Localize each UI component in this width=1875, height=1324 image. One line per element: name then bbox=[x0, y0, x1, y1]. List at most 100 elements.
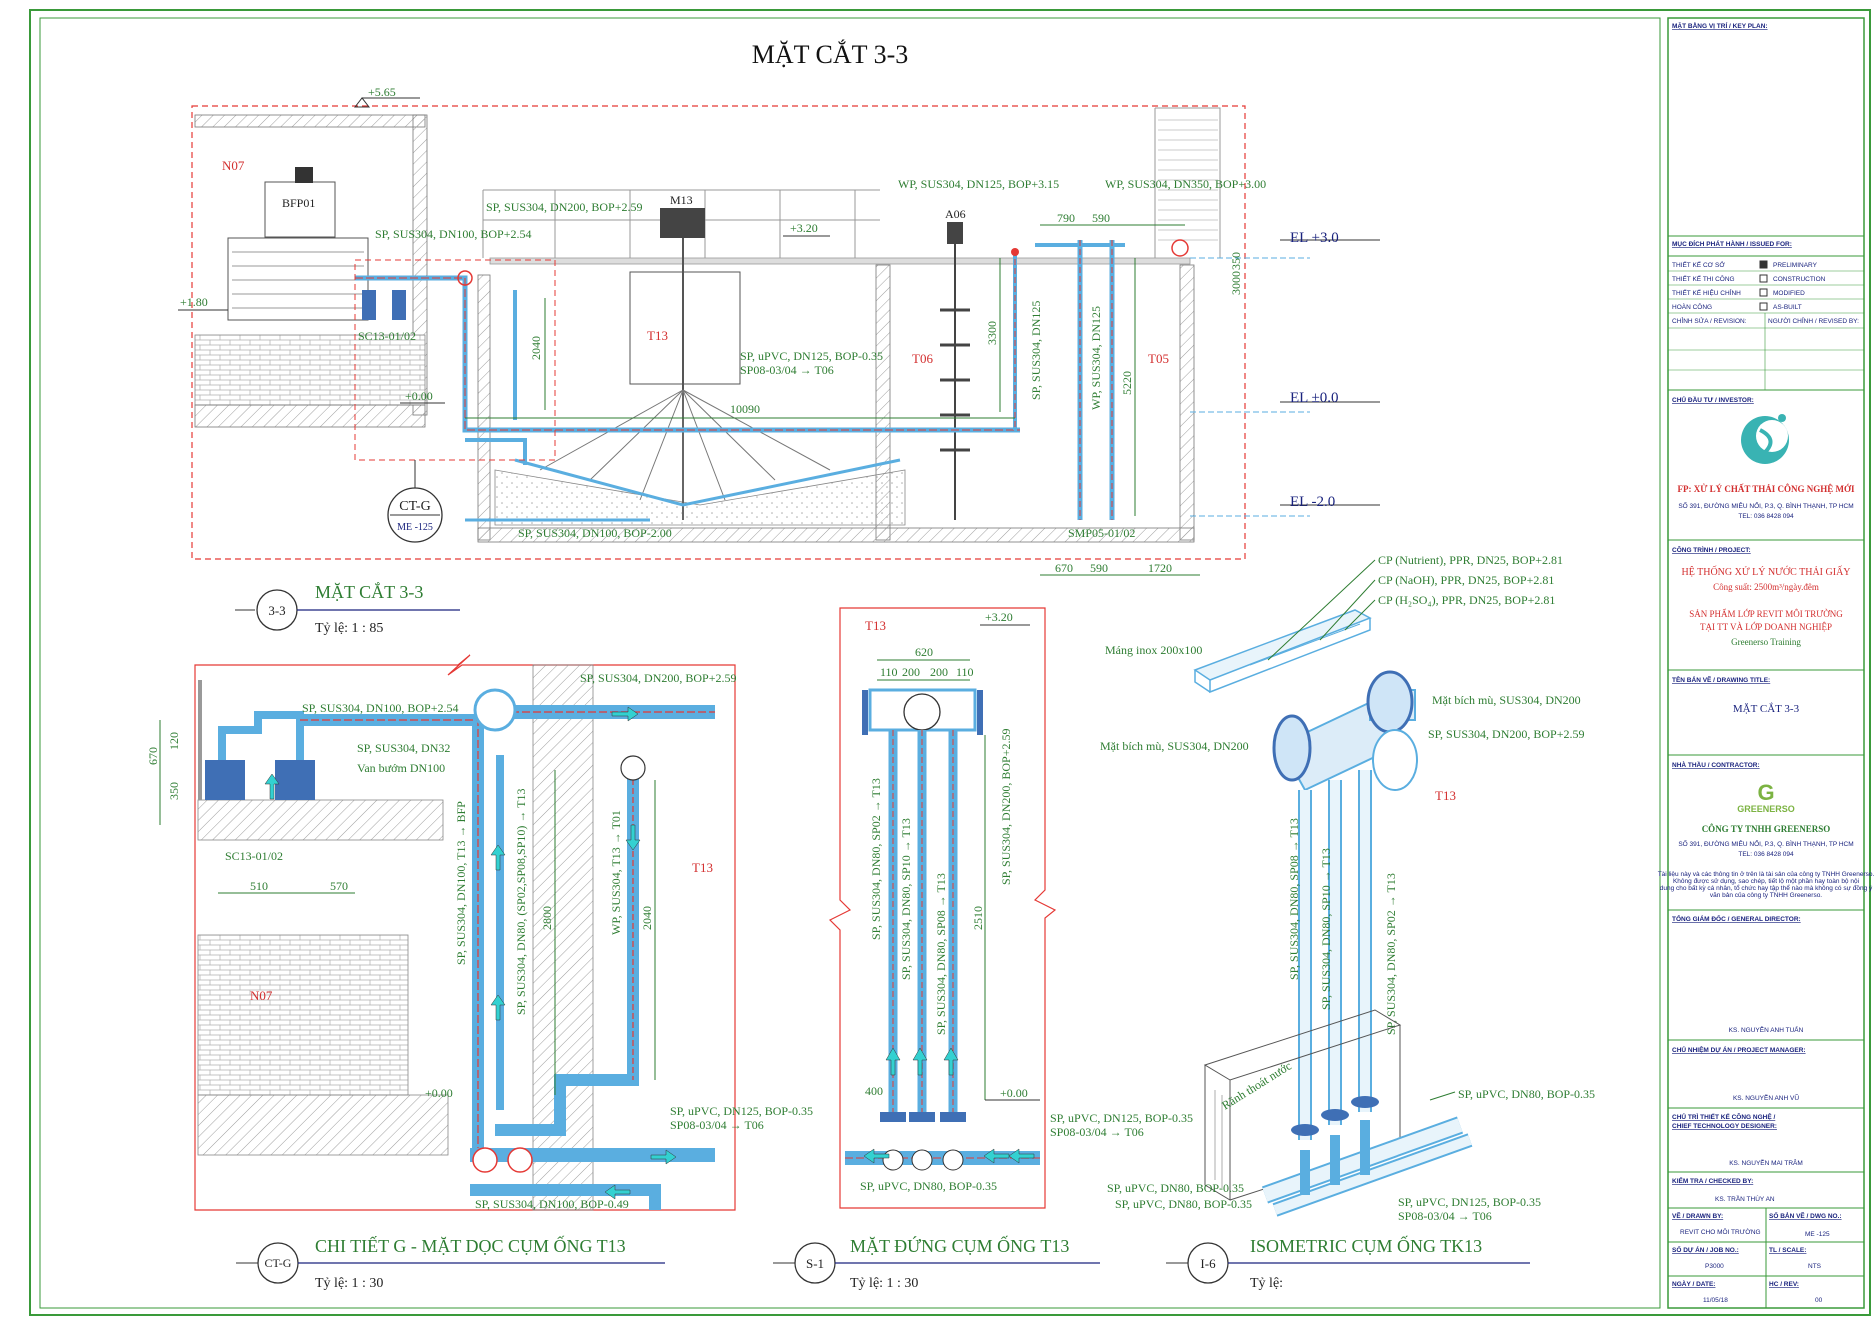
inner-border bbox=[39, 17, 1661, 1309]
iso-v3: SP, SUS304, DN80, SP02 → T13 bbox=[1384, 873, 1398, 1035]
iso-h3: SP, uPVC, DN80, BOP-0.35 bbox=[1115, 1197, 1252, 1211]
sec-label-6: SP, uPVC, DN125, BOP-0.35 bbox=[740, 349, 883, 363]
dg-label-5: SC13-01/02 bbox=[225, 849, 283, 863]
s1-dim-620: 620 bbox=[915, 645, 933, 659]
tb-contractor-label: NHÀ THẦU / CONTRACTOR: bbox=[1672, 759, 1760, 769]
tb-issued-for: MỤC ĐÍCH PHÁT HÀNH / ISSUED FOR: bbox=[1672, 239, 1792, 248]
tb-ctd-name: KS. NGUYỄN MAI TRÂM bbox=[1729, 1158, 1803, 1167]
tb-investor-name: FP: XỬ LÝ CHẤT THẢI CÔNG NGHỆ MỚI bbox=[1677, 484, 1855, 494]
dim-790: 790 bbox=[1057, 211, 1075, 225]
tb-key-plan: MẶT BẰNG VỊ TRÍ / KEY PLAN: bbox=[1672, 21, 1768, 30]
dg-label-4: SP, SUS304, DN200, BOP+2.59 bbox=[580, 671, 736, 685]
tb-check-3[interactable] bbox=[1759, 288, 1768, 297]
tb-scale-label: TL / SCALE: bbox=[1769, 1247, 1806, 1254]
dg-dim-2040: 2040 bbox=[640, 906, 654, 930]
iso-h5: SP08-03/04 → T06 bbox=[1398, 1209, 1492, 1223]
tb-project-label: CÔNG TRÌNH / PROJECT: bbox=[1672, 545, 1751, 554]
tb-ctd-label2: CHIEF TECHNOLOGY DESIGNER: bbox=[1672, 1123, 1777, 1130]
tb-check-1[interactable] bbox=[1759, 260, 1768, 269]
iso-scale: Tỷ lệ: bbox=[1250, 1276, 1283, 1291]
s1-level-top: +3.20 bbox=[985, 610, 1013, 624]
tank-n07: N07 bbox=[222, 158, 245, 173]
sec-label-10: SP, SUS304, DN125 bbox=[1029, 301, 1043, 400]
s1-dim-200a: 200 bbox=[902, 665, 920, 679]
s1-dim-200b: 200 bbox=[930, 665, 948, 679]
section-title: MẶT CẮT 3-3 bbox=[315, 581, 423, 602]
tank-t13: T13 bbox=[647, 328, 668, 343]
iso-f2: Mặt bích mù, SUS304, DN200 bbox=[1100, 739, 1249, 753]
contractor-logo-icon: G bbox=[1757, 780, 1774, 805]
tb-issue-4-left: HOÀN CÔNG bbox=[1672, 302, 1712, 311]
dg-label-3: Van bướm DN100 bbox=[357, 761, 445, 775]
tank-a06: A06 bbox=[945, 207, 966, 221]
sec-label-5: SC13-01/02 bbox=[358, 329, 416, 343]
dg-dim-510: 510 bbox=[250, 879, 268, 893]
iso-v2: SP, SUS304, DN80, SP10 → T13 bbox=[1319, 848, 1333, 1010]
isometric-i6: CP (Nutrient), PPR, DN25, BOP+2.81 CP (N… bbox=[1100, 553, 1595, 1291]
tb-revised-by: NGƯỜI CHỈNH / REVISED BY: bbox=[1768, 316, 1859, 325]
iso-c3: CP (H₂SO₄), PPR, DN25, BOP+2.81 bbox=[1378, 593, 1555, 607]
tb-pm-name: KS. NGUYỄN ANH VŨ bbox=[1733, 1093, 1799, 1102]
tb-director-label: TỔNG GIÁM ĐỐC / GENERAL DIRECTOR: bbox=[1672, 913, 1801, 923]
el-minus-2: EL -2.0 bbox=[1290, 494, 1335, 510]
section-3-3: CT-G ME -125 +5.65 +1.80 +0.00 +3.20 EL … bbox=[178, 85, 1380, 636]
n07-brick-wall bbox=[194, 334, 426, 406]
el-zero: EL ±0.0 bbox=[1290, 390, 1339, 406]
tb-contractor-addr: SỐ 391, ĐƯỜNG MIÊU NỔI, P.3, Q. BÌNH THẠ… bbox=[1678, 838, 1853, 848]
tb-dwg-label: SỐ BẢN VẼ / DWG NO.: bbox=[1769, 1210, 1842, 1220]
dg-label-9: SP, uPVC, DN125, BOP-0.35 bbox=[670, 1104, 813, 1118]
tb-drawing-title-label: TÊN BẢN VẼ / DRAWING TITLE: bbox=[1672, 675, 1770, 684]
outer-border bbox=[29, 9, 1871, 1316]
level-top: +5.65 bbox=[368, 85, 396, 99]
s1-label-p4: SP, SUS304, DN200, BOP+2.59 bbox=[999, 729, 1013, 885]
dg-dim-350: 350 bbox=[167, 782, 181, 800]
tb-scale: NTS bbox=[1808, 1263, 1822, 1270]
s1-label-p5: SP, uPVC, DN125, BOP-0.35 bbox=[1050, 1111, 1193, 1125]
tb-ctd-label1: CHỦ TRÌ THIẾT KẾ CÔNG NGHỆ / bbox=[1672, 1111, 1775, 1121]
detail-callout-code: CT-G bbox=[399, 499, 430, 514]
dg-label-1: SP, SUS304, DN100, BOP+2.54 bbox=[302, 701, 458, 715]
sec-label-4: WP, SUS304, DN350, BOP+3.00 bbox=[1105, 177, 1266, 191]
dg-dim-2800: 2800 bbox=[540, 906, 554, 930]
sloped-floor bbox=[494, 469, 906, 526]
tb-check-4[interactable] bbox=[1759, 302, 1768, 311]
s1-label-p7: SP, uPVC, DN80, BOP-0.35 bbox=[860, 1179, 997, 1193]
tb-issue-3-left: THIẾT KẾ HIỆU CHỈNH bbox=[1672, 287, 1741, 297]
tb-pm-label: CHỦ NHIỆM DỰ ÁN / PROJECT MANAGER: bbox=[1672, 1045, 1806, 1054]
chemical-trough bbox=[1193, 609, 1372, 681]
s1-tank: T13 bbox=[865, 618, 886, 633]
dim-670: 670 bbox=[1055, 561, 1073, 575]
tb-check-2[interactable] bbox=[1759, 274, 1768, 283]
tank-m13: M13 bbox=[670, 193, 693, 207]
detail-callout-ref: ME -125 bbox=[397, 522, 433, 533]
tb-issue-2-right: CONSTRUCTION bbox=[1773, 276, 1826, 283]
tb-investor-tel: TEL: 036 8428 094 bbox=[1738, 513, 1794, 520]
dim-1720: 1720 bbox=[1148, 561, 1172, 575]
dg-dim-670: 670 bbox=[146, 747, 160, 765]
detail-g-n07-wall bbox=[197, 934, 409, 1096]
s1-title: MẶT ĐỨNG CỤM ỐNG T13 bbox=[850, 1235, 1069, 1256]
tank-bfp01: BFP01 bbox=[282, 196, 315, 210]
blind-flange-left bbox=[1272, 714, 1312, 782]
iso-h1: SP, uPVC, DN80, BOP-0.35 bbox=[1458, 1087, 1595, 1101]
dim-350: 350 bbox=[1229, 252, 1243, 270]
sec-label-1: SP, SUS304, DN100, BOP+2.54 bbox=[375, 227, 531, 241]
dg-label-11: SP, SUS304, DN100, BOP-0.49 bbox=[475, 1197, 629, 1211]
tb-job-no: P3000 bbox=[1705, 1263, 1724, 1270]
tb-issue-1-left: THIẾT KẾ CƠ SỞ bbox=[1672, 259, 1725, 269]
iso-title: ISOMETRIC CỤM ỐNG TK13 bbox=[1250, 1235, 1482, 1256]
dg-label-12: +0.00 bbox=[425, 1086, 453, 1100]
tb-investor-label: CHỦ ĐẦU TƯ / INVESTOR: bbox=[1672, 394, 1754, 404]
tb-project-capacity: Công suất: 2500m³/ngày.đêm bbox=[1713, 582, 1819, 592]
iso-tank: T13 bbox=[1435, 788, 1456, 803]
s1-dim-110a: 110 bbox=[880, 665, 898, 679]
s1-label-p3: SP, SUS304, DN80, SP08 → T13 bbox=[934, 873, 948, 1035]
tb-contractor-name: CÔNG TY TNHH GREENERSO bbox=[1702, 824, 1831, 834]
tb-issue-4-right: AS-BUILT bbox=[1773, 304, 1802, 311]
tb-project-sub3: Greenerso Training bbox=[1731, 637, 1801, 647]
s1-dim-400: 400 bbox=[865, 1084, 883, 1098]
t13-draft-tube bbox=[629, 271, 741, 385]
section-scale: Tỷ lệ: 1 : 85 bbox=[315, 621, 383, 636]
iso-h2: SP, uPVC, DN80, BOP-0.35 bbox=[1107, 1181, 1244, 1195]
iso-sp: SP, SUS304, DN200, BOP+2.59 bbox=[1428, 727, 1584, 741]
